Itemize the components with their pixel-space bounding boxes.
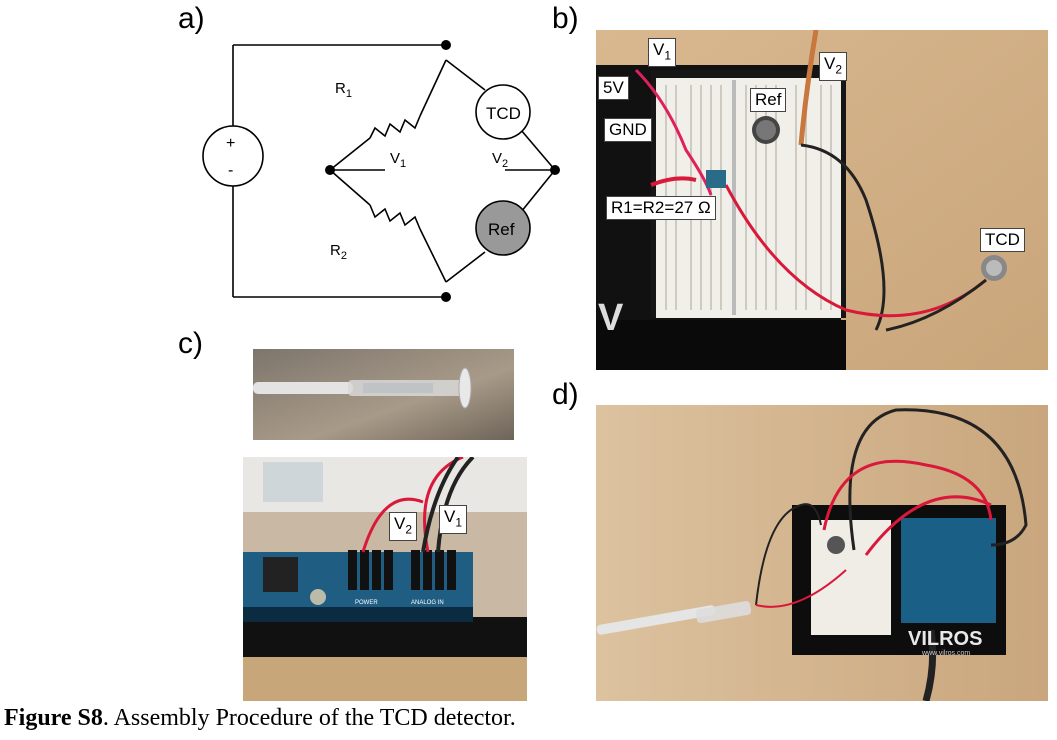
- callout-gnd: GND: [604, 118, 652, 142]
- v2-label: V2: [492, 150, 508, 170]
- callout-c-v1: V1: [439, 505, 468, 535]
- callout-tcd: TCD: [980, 228, 1025, 252]
- r2-label: R2: [330, 242, 347, 262]
- arduino-power-text: POWER: [355, 600, 378, 606]
- voltage-source: [202, 125, 264, 187]
- node-top: [441, 40, 451, 50]
- r1-resistor: [369, 115, 421, 139]
- bridge-schematic: + - TCD Ref R1 R2 V1 V2: [202, 40, 560, 302]
- tcd-sensor: [475, 84, 531, 140]
- callout-v1: V1: [648, 38, 677, 68]
- vilros-url-text: www.vilros.com: [921, 650, 970, 657]
- vilros-brand-text: VILROS: [908, 628, 982, 650]
- photo-tcd-closeup: [253, 349, 514, 440]
- node-right: [550, 165, 560, 175]
- node-left: [325, 165, 335, 175]
- r1-label: R1: [335, 80, 352, 100]
- v1-label: V1: [390, 150, 406, 170]
- panel-label-b: b): [552, 2, 579, 35]
- source-minus: -: [228, 162, 233, 179]
- photo-breadboard-top: V V1 V2 5V Ref GND R1=R2=27 Ω TCD: [596, 30, 1048, 370]
- ref-label: Ref: [488, 220, 515, 239]
- callout-c-v2: V2: [389, 512, 418, 542]
- photo-arduino-side: POWER ANALOG IN V2 V1: [243, 457, 527, 701]
- panel-label-c: c): [178, 327, 203, 360]
- svg-text:V: V: [598, 297, 624, 339]
- callout-5v: 5V: [598, 76, 629, 100]
- arduino-analog-text: ANALOG IN: [411, 600, 444, 606]
- caption-label: Figure S8: [4, 705, 103, 731]
- photo-full-assembly: VILROS www.vilros.com: [596, 405, 1048, 701]
- figure-caption: Figure S8. Assembly Procedure of the TCD…: [4, 705, 516, 732]
- caption-text: . Assembly Procedure of the TCD detector…: [102, 705, 516, 731]
- callout-ref: Ref: [750, 88, 787, 112]
- callout-resistors: R1=R2=27 Ω: [606, 196, 716, 220]
- callout-v2: V2: [819, 52, 848, 82]
- tcd-label: TCD: [486, 104, 521, 123]
- ref-sensor: [475, 200, 531, 256]
- r2-resistor: [369, 204, 421, 230]
- panel-label-d: d): [552, 378, 579, 411]
- source-plus: +: [226, 135, 235, 152]
- panel-label-a: a): [178, 2, 205, 35]
- node-bottom: [441, 292, 451, 302]
